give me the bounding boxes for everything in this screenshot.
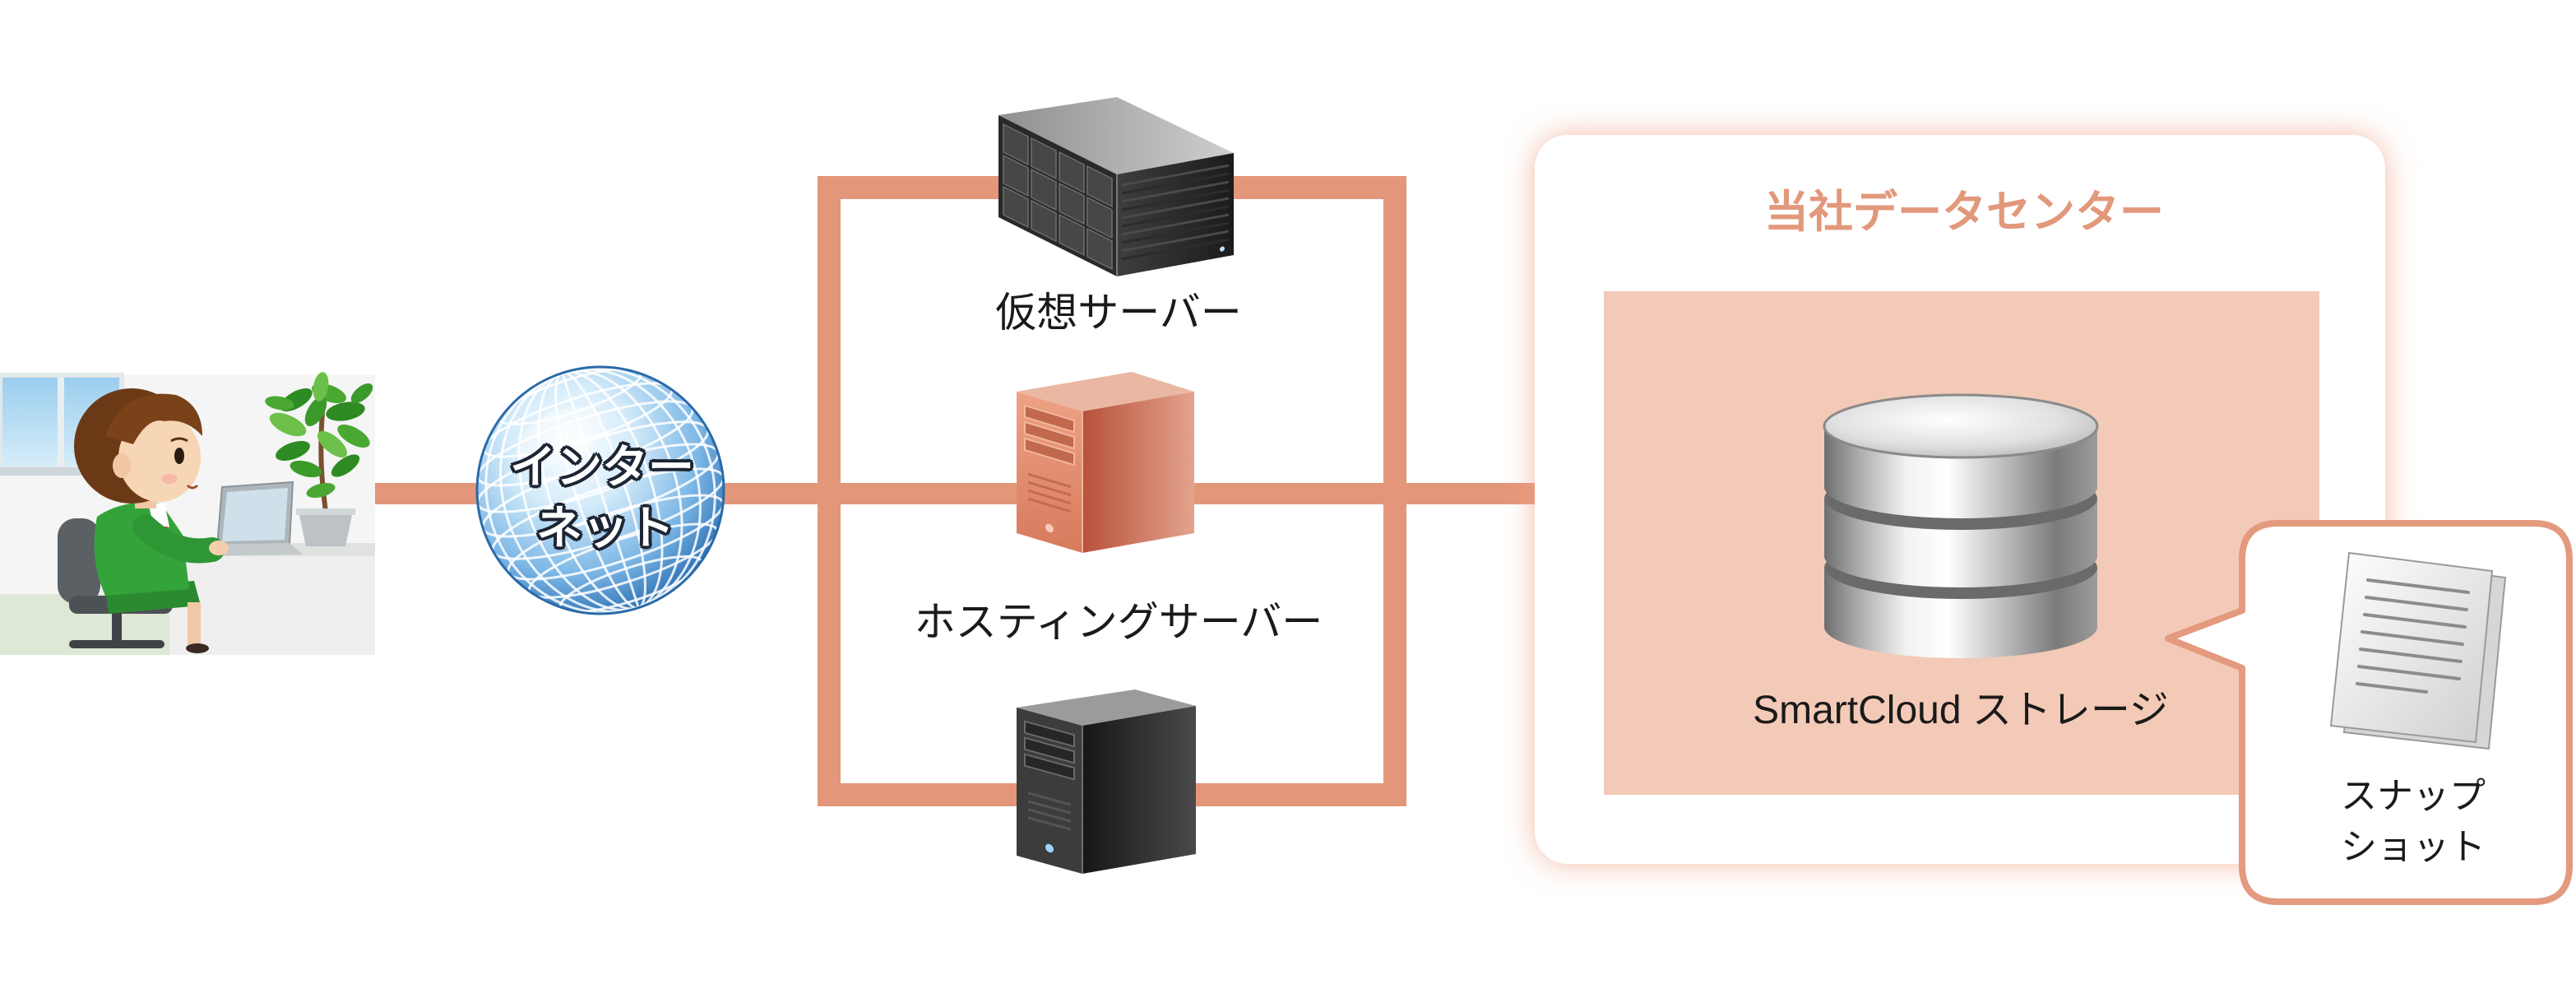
database-icon	[1823, 393, 2099, 658]
document-icon	[2329, 551, 2507, 750]
internet-label-line2: ネット	[536, 502, 674, 554]
tower-server-orange-icon	[1017, 372, 1194, 553]
office-worker	[74, 388, 229, 653]
datacenter-title: 当社データセンター	[1764, 188, 2164, 237]
hosting-server-label: ホスティングサーバー	[914, 599, 1323, 645]
office-worker-illustration	[0, 372, 375, 655]
snapshot-label-line1: スナップ	[2341, 776, 2486, 816]
tower-server-black-icon	[1017, 689, 1196, 874]
snapshot-callout	[2165, 520, 2573, 905]
rack-server-icon	[998, 97, 1234, 276]
virtual-server-label: 仮想サーバー	[995, 290, 1242, 336]
globe-icon	[475, 365, 725, 615]
plant	[265, 372, 373, 546]
internet-label-line1: インター	[510, 441, 694, 493]
snapshot-label-line2: ショット	[2341, 827, 2486, 867]
storage-label: SmartCloud ストレージ	[1753, 689, 2169, 732]
